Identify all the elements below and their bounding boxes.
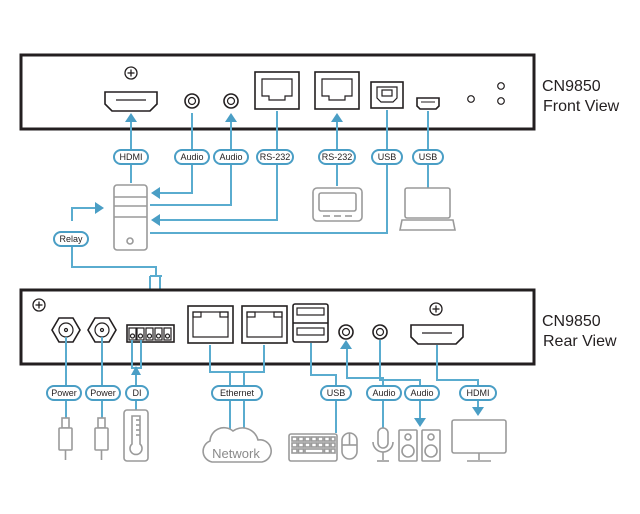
network-label: Network (212, 446, 260, 461)
tag-front-usb-1: USB (371, 149, 403, 165)
tag-front-audio-2: Audio (213, 149, 249, 165)
arrow-left-icon (151, 214, 160, 226)
front-title-view: Front View (543, 98, 620, 115)
power-adapter-icon-1 (58, 417, 73, 460)
front-led-2 (497, 82, 505, 90)
front-audio-jack-2 (223, 93, 239, 109)
arrow-up-icon (331, 113, 343, 122)
network-cloud-icon: Network (202, 426, 272, 463)
tag-rear-di: DI (125, 385, 149, 401)
rear-hdmi-screw-icon (429, 302, 443, 316)
tag-rear-audio-1: Audio (366, 385, 402, 401)
tag-rear-usb: USB (320, 385, 352, 401)
tag-rear-power-2: Power (85, 385, 121, 401)
arrow-left-icon (151, 187, 160, 199)
microphone-icon (372, 427, 394, 462)
front-micro-usb-port (416, 97, 440, 110)
serial-console-icon (312, 187, 363, 222)
svg-text:DI: DI (133, 388, 142, 398)
front-rs232-port-1 (254, 71, 300, 110)
rear-title-model: CN9850 (542, 313, 601, 330)
svg-text:HDMI: HDMI (120, 152, 143, 162)
arrow-down-icon (472, 407, 484, 416)
arrow-up-icon (340, 340, 352, 349)
arrow-up-icon (225, 113, 237, 122)
front-rs232-port-2 (314, 71, 360, 110)
front-led-3 (497, 97, 505, 105)
front-panel: CN9850 Front View (19, 53, 620, 131)
rear-audio-jack-2 (372, 324, 388, 340)
arrow-up-icon (131, 366, 141, 375)
rear-panel: CN9850 Rear View (19, 288, 617, 366)
tag-rear-ethernet: Ethernet (211, 385, 263, 401)
svg-text:Ethernet: Ethernet (220, 388, 255, 398)
rear-hdmi-port (410, 324, 464, 345)
mouse-icon (341, 432, 358, 460)
svg-text:Audio: Audio (372, 388, 395, 398)
monitor-icon (451, 419, 507, 462)
front-led-1 (467, 95, 475, 103)
rear-screw-icon (32, 298, 46, 312)
svg-text:HDMI: HDMI (467, 388, 490, 398)
svg-text:USB: USB (378, 152, 397, 162)
tag-front-rs232-1: RS-232 (256, 149, 294, 165)
keyboard-icon (288, 433, 338, 462)
arrow-right-icon (95, 202, 104, 214)
front-tags: HDMI Audio Audio RS-232 RS-232 USB USB (53, 149, 444, 247)
svg-text:USB: USB (327, 388, 346, 398)
svg-text:RS-232: RS-232 (260, 152, 291, 162)
rear-title-view: Rear View (543, 333, 617, 350)
front-audio-jack-1 (184, 93, 200, 109)
computer-tower-icon (113, 184, 148, 251)
rear-tags: Power Power DI Ethernet USB Audio Audio (46, 385, 497, 401)
thermometer-sensor-icon (123, 409, 149, 462)
tag-front-hdmi: HDMI (113, 149, 149, 165)
rear-power-jack-1 (51, 317, 81, 343)
rear-usb-a-ports (292, 303, 329, 343)
rear-audio-jack-1 (338, 324, 354, 340)
power-adapter-icon-2 (94, 417, 109, 460)
arrow-up-icon (125, 113, 137, 122)
front-title-model: CN9850 (542, 78, 601, 95)
tag-relay: Relay (53, 231, 89, 247)
front-usb-b-port (370, 81, 404, 109)
tag-rear-power-1: Power (46, 385, 82, 401)
front-screw-icon (124, 66, 138, 80)
rear-ethernet-port-1 (187, 305, 234, 344)
tag-rear-audio-2: Audio (404, 385, 440, 401)
svg-text:Audio: Audio (410, 388, 433, 398)
rear-ethernet-port-2 (241, 305, 288, 344)
front-hdmi-port (104, 91, 158, 112)
tag-front-audio-1: Audio (174, 149, 210, 165)
rear-terminal-block (126, 324, 175, 343)
svg-text:Relay: Relay (59, 234, 83, 244)
tag-front-usb-2: USB (412, 149, 444, 165)
tag-front-rs232-2: RS-232 (318, 149, 356, 165)
tag-rear-hdmi: HDMI (459, 385, 497, 401)
svg-text:USB: USB (419, 152, 438, 162)
svg-text:Power: Power (90, 388, 116, 398)
svg-text:Audio: Audio (180, 152, 203, 162)
laptop-icon (399, 187, 456, 231)
speakers-icon (398, 429, 441, 462)
svg-text:Audio: Audio (219, 152, 242, 162)
arrow-down-icon (414, 418, 426, 427)
svg-text:RS-232: RS-232 (322, 152, 353, 162)
svg-text:Power: Power (51, 388, 77, 398)
